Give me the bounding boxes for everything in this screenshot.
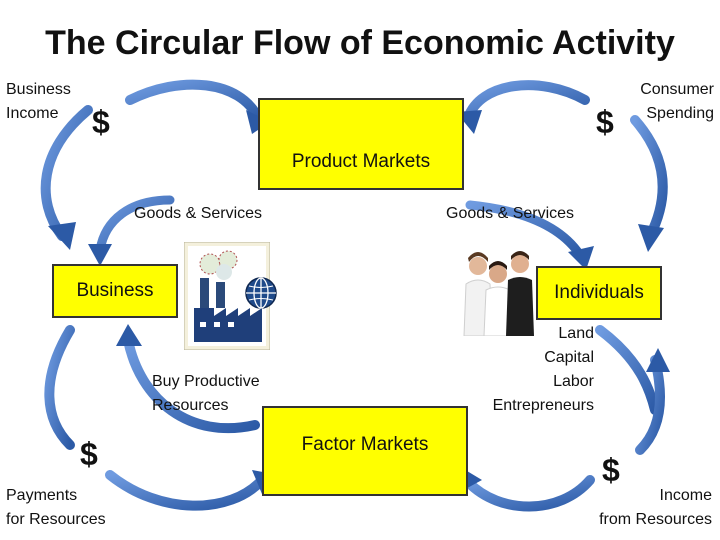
arrow-head xyxy=(638,224,664,252)
globe-icon xyxy=(244,276,278,310)
arrow-head xyxy=(568,246,594,270)
factor-markets-box: Factor Markets xyxy=(262,406,468,496)
page-title: The Circular Flow of Economic Activity xyxy=(45,24,675,62)
arrow-head xyxy=(48,222,76,250)
business-label: Business xyxy=(76,280,154,301)
arrow-head xyxy=(88,244,112,266)
people-photo xyxy=(458,244,542,337)
arrow-payments xyxy=(44,325,75,450)
arrow-head xyxy=(116,324,142,346)
individuals-box: Individuals xyxy=(536,266,662,320)
factors-label: Land Capital Labor Entrepreneurs xyxy=(492,325,594,414)
arrow-head xyxy=(646,348,670,372)
dollar-sign-income: $ xyxy=(602,452,620,488)
arrow-consumer-spending xyxy=(630,115,668,241)
dollar-sign-consumer-spending: $ xyxy=(596,104,614,140)
arrow-buy-resources xyxy=(123,335,260,434)
arrow-factors xyxy=(595,325,660,415)
arrow-business-income xyxy=(40,105,93,241)
arrow-goods-left xyxy=(95,195,175,255)
arrow-top-left-outer xyxy=(125,79,263,123)
individuals-label: Individuals xyxy=(554,282,644,303)
product-markets-box: Product Markets xyxy=(258,98,464,190)
arrow-goods-right xyxy=(465,200,585,260)
factory-icon xyxy=(183,241,271,351)
consumer-spending-label: Consumer Spending xyxy=(640,81,714,122)
arrow-income-lower xyxy=(463,475,595,512)
buy-productive-resources-label: Buy Productive Resources xyxy=(152,373,260,414)
payments-for-resources-label: Payments for Resources xyxy=(6,487,106,528)
business-income-label: Business Income xyxy=(6,81,71,122)
goods-services-right-label: Goods & Services xyxy=(446,205,575,222)
arrow-top-right-outer xyxy=(463,80,590,123)
factor-markets-label: Factor Markets xyxy=(301,434,429,455)
dollar-sign-business-income: $ xyxy=(92,104,110,140)
business-box: Business xyxy=(52,264,178,318)
income-from-resources-label: Income from Resources xyxy=(599,487,712,528)
goods-services-left-label: Goods & Services xyxy=(134,205,263,222)
product-markets-label: Product Markets xyxy=(291,151,431,172)
dollar-sign-payments: $ xyxy=(80,436,98,472)
arrow-payments-lower xyxy=(105,470,267,511)
